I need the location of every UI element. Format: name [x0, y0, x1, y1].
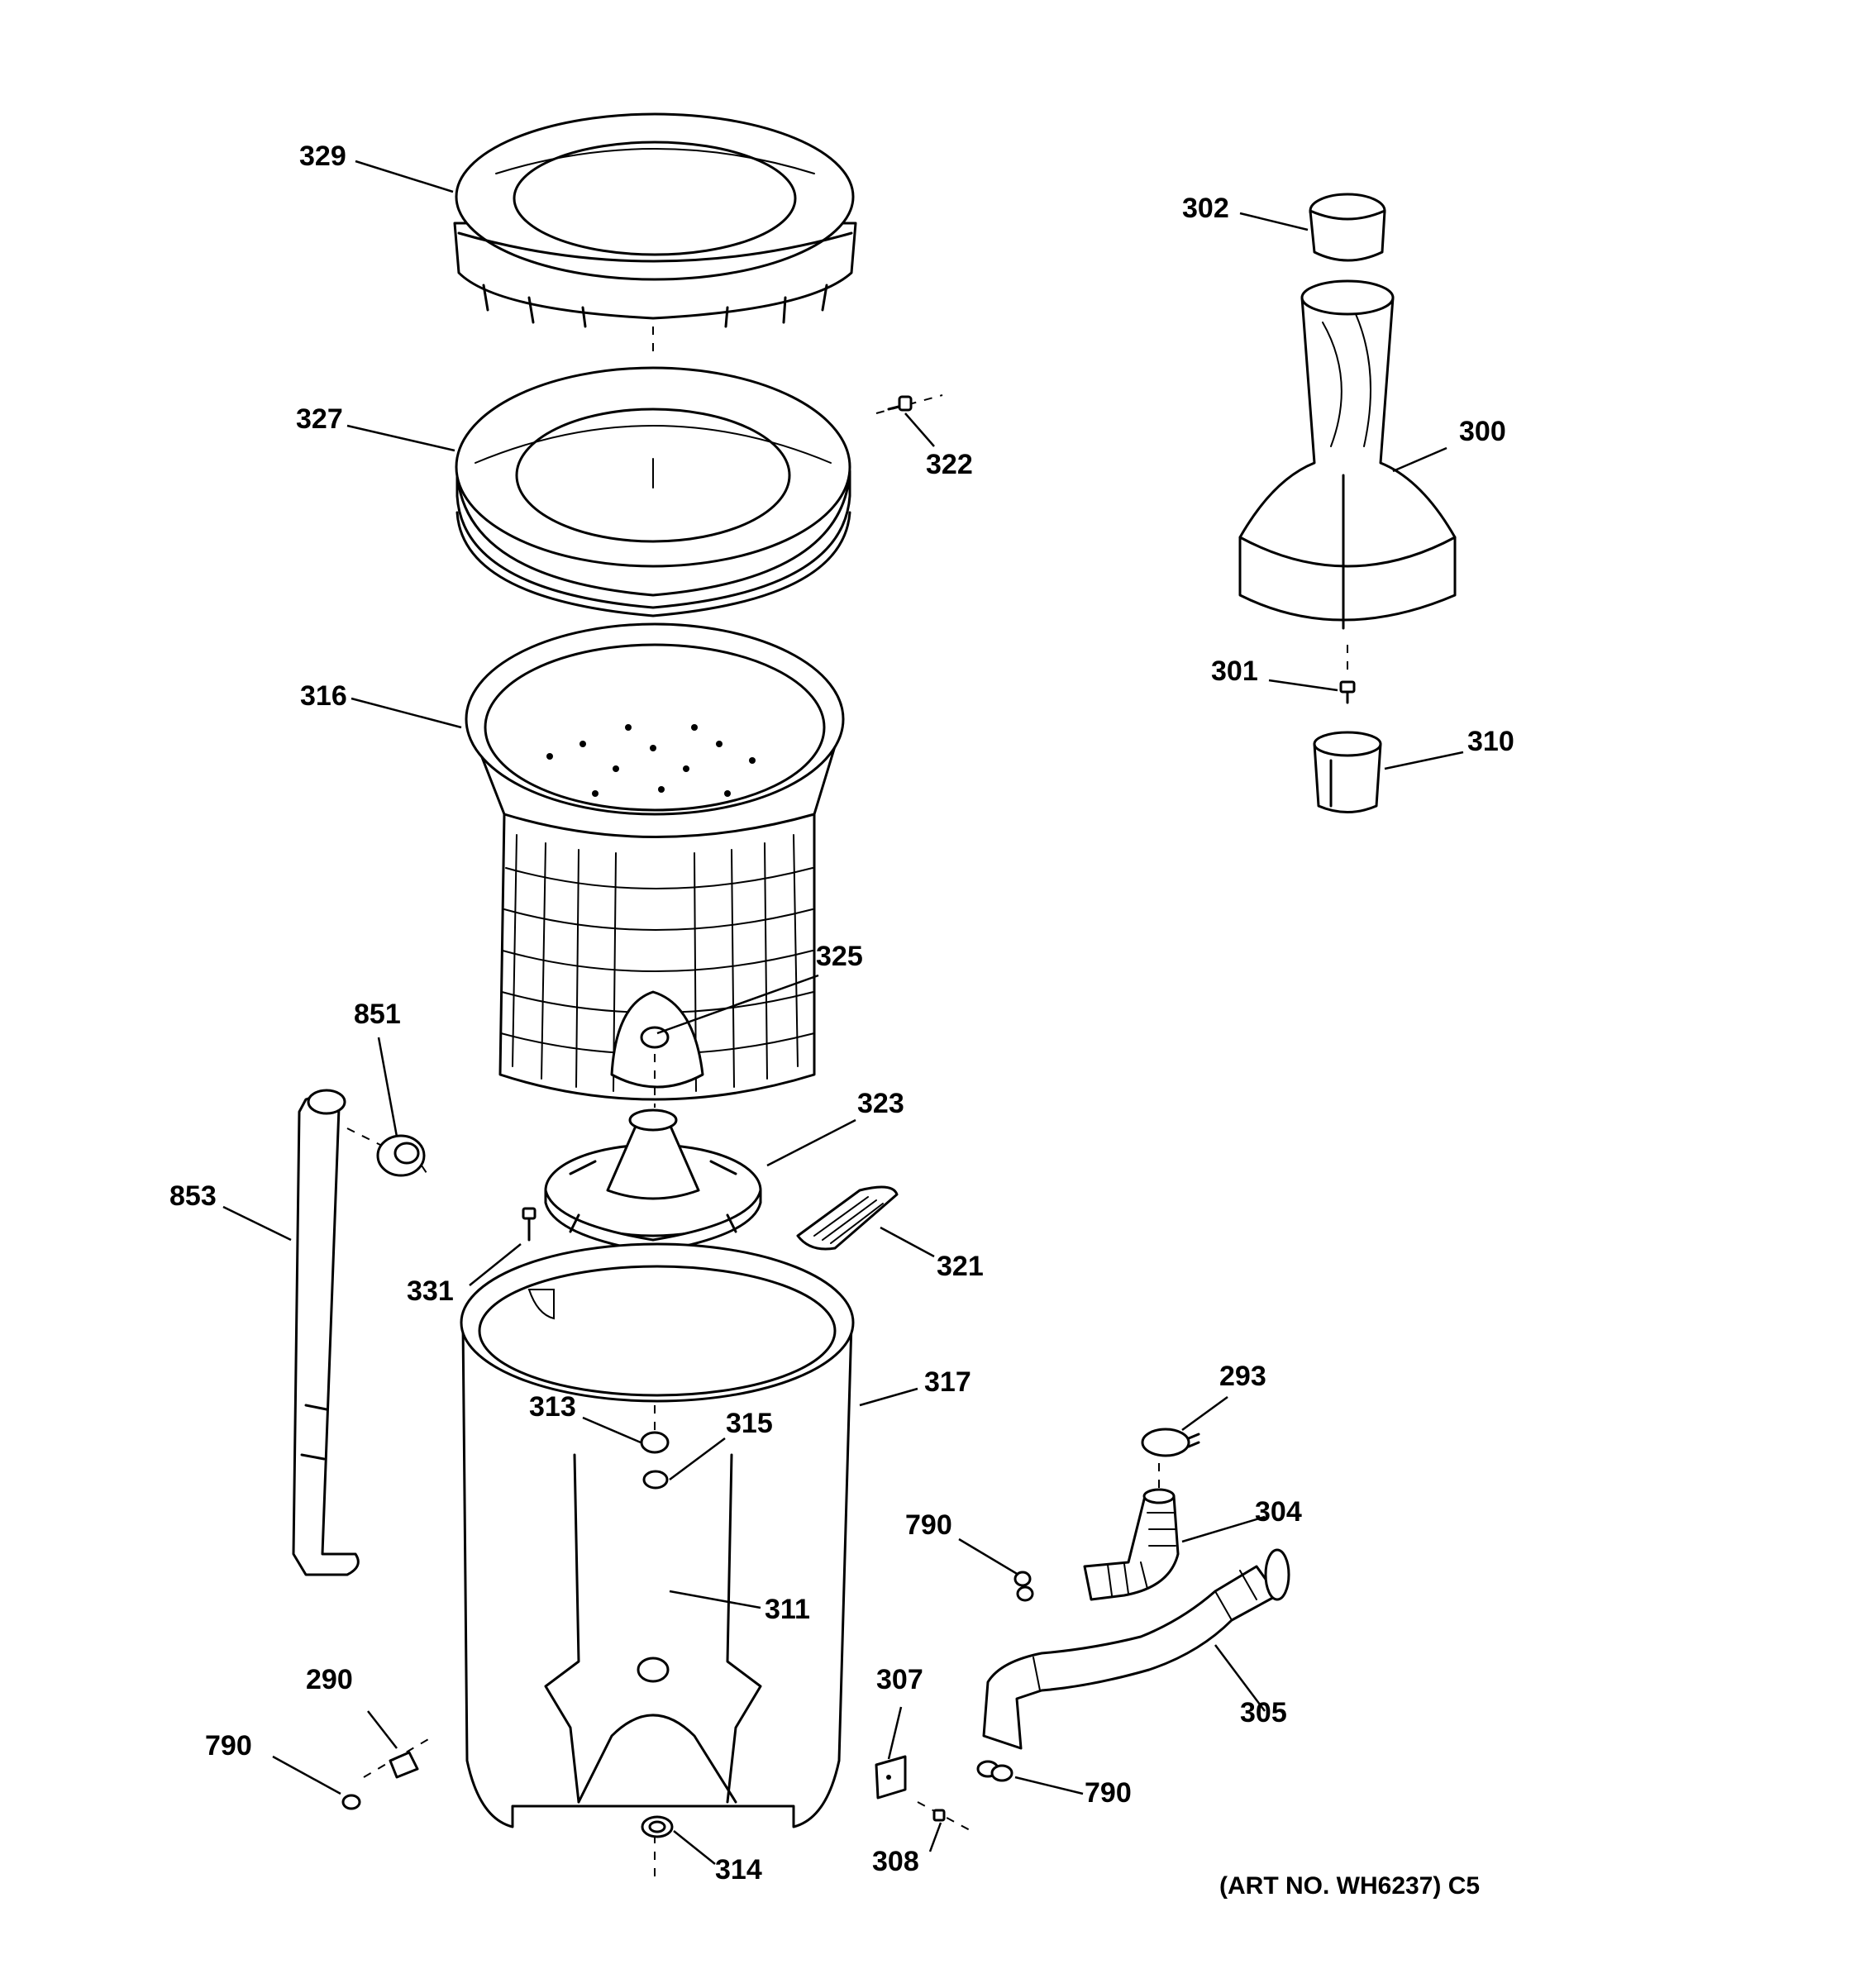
part-327-balance-ring	[455, 366, 851, 617]
label-331: 331	[407, 1275, 454, 1307]
label-310: 310	[1467, 726, 1514, 757]
label-790-right: 790	[1085, 1777, 1132, 1809]
label-307: 307	[876, 1664, 923, 1695]
part-304-hose	[1083, 1488, 1180, 1601]
label-314: 314	[715, 1854, 762, 1886]
part-790-clamp-right	[976, 1760, 1013, 1782]
part-308-screw	[917, 1801, 972, 1832]
art-number: (ART NO. WH6237) C5	[1219, 1872, 1481, 1900]
label-301: 301	[1211, 656, 1258, 687]
part-293-clamp	[1141, 1428, 1200, 1457]
label-790-left: 790	[205, 1730, 252, 1762]
label-308: 308	[872, 1846, 919, 1877]
label-323: 323	[857, 1088, 904, 1119]
part-307-bracket	[875, 1755, 907, 1800]
part-322-screw	[875, 394, 943, 414]
part-316-wash-basket	[465, 622, 845, 1101]
part-329-tub-cover	[453, 112, 857, 328]
label-321: 321	[937, 1251, 984, 1282]
part-323-hub	[544, 1108, 762, 1254]
part-321-filter	[796, 1185, 899, 1251]
label-302: 302	[1182, 193, 1229, 224]
label-316: 316	[300, 680, 347, 712]
part-310-coupler	[1313, 731, 1382, 813]
label-322: 322	[926, 449, 973, 480]
part-301-screw	[1339, 680, 1356, 704]
label-313: 313	[529, 1391, 576, 1423]
part-317-outer-tub	[460, 1242, 855, 1828]
part-305-drain-hose	[982, 1548, 1290, 1750]
label-790-mid: 790	[905, 1509, 952, 1541]
part-314-seal	[641, 1815, 674, 1838]
part-300-agitator	[1238, 279, 1457, 630]
label-327: 327	[296, 403, 343, 435]
part-851-fitting	[346, 1127, 431, 1179]
label-853: 853	[169, 1180, 217, 1212]
label-300: 300	[1459, 416, 1506, 447]
label-315: 315	[726, 1408, 773, 1439]
label-290: 290	[306, 1664, 353, 1695]
label-305: 305	[1240, 1697, 1287, 1728]
label-325: 325	[816, 941, 863, 972]
leader-lines	[222, 160, 1464, 1865]
part-790-clamp-left	[341, 1794, 361, 1810]
part-290-plug	[363, 1735, 435, 1779]
label-329: 329	[299, 141, 346, 172]
part-302-cap	[1309, 193, 1386, 262]
label-311: 311	[765, 1594, 810, 1625]
label-851: 851	[354, 999, 401, 1030]
part-790-clamp-mid	[1013, 1571, 1034, 1602]
label-293: 293	[1219, 1361, 1266, 1392]
label-317: 317	[924, 1366, 971, 1398]
part-331-screw	[522, 1207, 537, 1242]
part-853-tube	[292, 1089, 360, 1576]
label-304: 304	[1255, 1496, 1302, 1528]
